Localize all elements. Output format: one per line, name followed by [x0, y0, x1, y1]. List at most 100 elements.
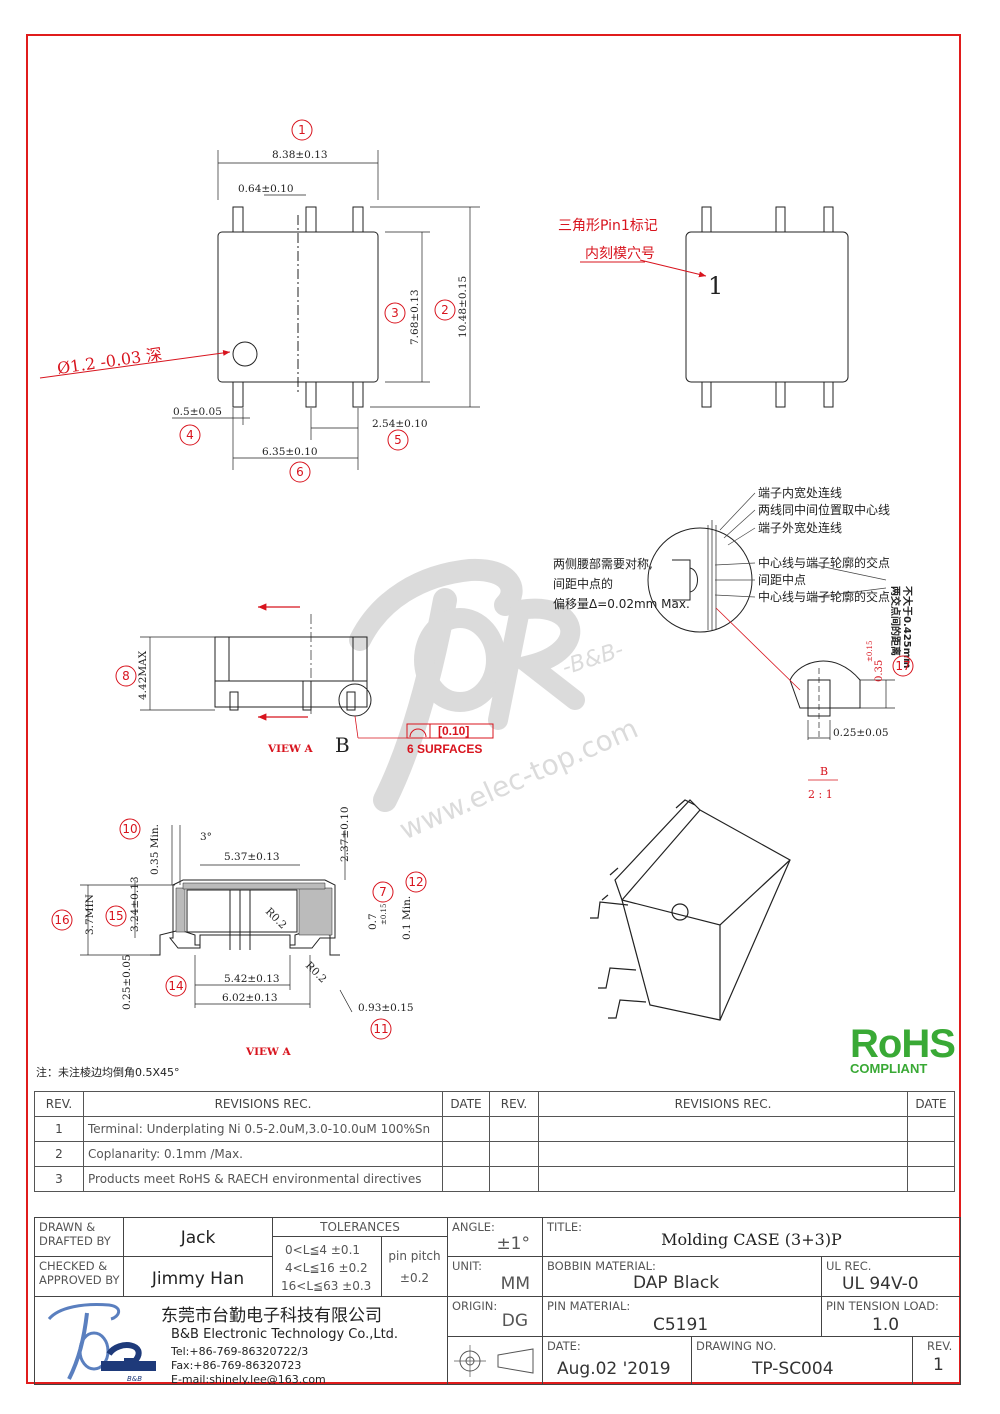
company-cn: 东莞市台勤电子科技有限公司: [161, 1306, 382, 1326]
rev-col-header: REV.: [34, 1091, 84, 1117]
detail-b-scale: 2 : 1: [808, 788, 833, 801]
symmetry-note-2: 间距中点的: [553, 576, 613, 591]
bubble-12: 12: [408, 875, 423, 889]
top-view: [172, 150, 480, 470]
drawing-no-label: DRAWING NO.: [696, 1339, 777, 1353]
angle-value: ±1°: [496, 1234, 530, 1254]
section-view: [80, 825, 353, 1013]
symmetry-note-1: 两侧腰部需要对称,: [553, 556, 653, 571]
drawn-value-cell: Jack: [123, 1217, 273, 1257]
tol-row-3: 16<L≦63 ±0.3: [281, 1279, 372, 1293]
pitch-value: ±0.2: [399, 1271, 430, 1285]
rohs-title: RoHS: [850, 1022, 956, 1066]
pin1-mark: 1: [708, 272, 723, 300]
dim-0-25: 0.25±0.05: [833, 727, 889, 739]
detail-note-1: 端子内宽处连线: [758, 485, 842, 500]
title-label: TITLE:: [547, 1220, 582, 1234]
detail-note-6: 中心线与端子轮廓的交点: [758, 589, 890, 604]
sec-radius-2: R0.2: [303, 960, 329, 986]
company-en: B&B Electronic Technology Co.,Ltd.: [171, 1327, 399, 1342]
chamfer-note: 注：未注棱边均倒角0.5X45°: [36, 1066, 180, 1079]
angle-label: ANGLE:: [452, 1220, 495, 1234]
dim-height-4-42: 4.42MAX: [137, 650, 149, 700]
sec-dim-0-35: 0.35 Min.: [149, 824, 161, 875]
date-col-header: DATE: [442, 1091, 490, 1117]
unit-label: UNIT:: [452, 1259, 483, 1273]
hole-callout: Ø1.2 -0.03 深: [56, 344, 163, 378]
origin-value: DG: [501, 1311, 528, 1331]
rev-number: 2: [34, 1141, 84, 1167]
unit-cell: UNIT: MM: [447, 1256, 543, 1297]
isometric-view: [590, 799, 791, 1021]
dim-pitch-2-54: 2.54±0.10: [372, 418, 428, 430]
sec-dim-0-7-tol: ±0.15: [380, 904, 388, 925]
watermark-url: www.elec-top.com: [394, 712, 643, 847]
dim-0-35-tol: ±0.15: [866, 641, 874, 662]
tolerances-cell: 0<L≦4 ±0.1 4<L≦16 ±0.2 16<L≦63 ±0.3: [272, 1236, 382, 1297]
bubble-15: 15: [108, 909, 123, 923]
projection-symbol-cell: [447, 1336, 543, 1385]
view-a-section-label: VIEW A: [245, 1046, 292, 1058]
rev-text: Terminal: Underplating Ni 0.5-2.0uM,3.0-…: [83, 1116, 443, 1142]
rev-value: 1: [933, 1355, 944, 1375]
unit-value: MM: [500, 1274, 530, 1294]
sec-dim-0-7: 0.7: [367, 913, 379, 930]
vertical-note-1: 两交点间的距离: [889, 586, 902, 656]
checked-value: Jimmy Han: [151, 1269, 245, 1289]
section-bubbles: [51, 818, 427, 1040]
detail-b-ref: B: [335, 733, 350, 757]
detail-note-5: 间距中点: [758, 572, 806, 587]
top-view-bubbles: [179, 119, 456, 483]
bubble-3: 3: [391, 306, 399, 320]
tol-row-1: 0<L≦4 ±0.1: [285, 1243, 361, 1257]
company-logo: B&B: [47, 1303, 156, 1383]
rev-cell: REV. 1: [912, 1336, 961, 1385]
sec-dim-0-1: 0.1 Min.: [401, 896, 413, 940]
table-row: 3 Products meet RoHS & RAECH environment…: [34, 1166, 955, 1192]
rev-text: Coplanarity: 0.1mm /Max.: [83, 1141, 443, 1167]
pin-material-cell: PIN MATERIAL: C5191: [542, 1296, 822, 1337]
bubble-5: 5: [394, 433, 402, 447]
side-view: [140, 614, 372, 717]
sec-dim-3-24: 3.24±0.13: [129, 876, 141, 932]
drawing-canvas: -B&B- www.elec-top.com 8.38±0.13 0: [39, 119, 914, 1058]
rec-col-header: REVISIONS REC.: [83, 1091, 443, 1117]
pin-material-value: C5191: [653, 1315, 709, 1335]
dim-6-35: 6.35±0.10: [262, 446, 318, 458]
detail-b: [647, 520, 895, 740]
dim-body-height: 7.68±0.13: [409, 289, 421, 345]
drawn-label-cell: DRAWN & DRAFTED BY: [34, 1217, 124, 1257]
bobbin-value: DAP Black: [633, 1273, 720, 1293]
drawing-no-cell: DRAWING NO. TP-SC004: [691, 1336, 913, 1385]
pitch-label: pin pitch: [388, 1249, 441, 1263]
pitch-cell: pin pitch ±0.2: [381, 1236, 448, 1297]
bubble-16: 16: [54, 913, 69, 927]
bubble-8: 8: [122, 669, 130, 683]
bubble-17: 17: [895, 659, 910, 673]
revision-header-row: REV. REVISIONS REC. DATE REV. REVISIONS …: [34, 1091, 955, 1117]
sec-angle: 3°: [200, 831, 212, 843]
detail-note-4: 中心线与端子轮廓的交点: [758, 555, 890, 570]
detail-note-2: 两线同中间位置取中心线: [758, 502, 890, 517]
revision-table: REV. REVISIONS REC. DATE REV. REVISIONS …: [34, 1091, 955, 1192]
rec-col-header-2: REVISIONS REC.: [538, 1091, 908, 1117]
dim-overall-height: 10.48±0.15: [457, 276, 469, 338]
date-label: DATE:: [547, 1339, 581, 1353]
title-value: Molding CASE (3+3)P: [661, 1230, 842, 1249]
flatness-surfaces: 6 SURFACES: [407, 742, 482, 756]
symmetry-note-3: 偏移量Δ=0.02mm Max.: [553, 596, 690, 611]
detail-b-label: B: [820, 765, 828, 778]
tension-label: PIN TENSION LOAD:: [826, 1299, 939, 1313]
company-fax: Fax:+86-769-86320723: [171, 1359, 302, 1372]
company-cell: B&B 东莞市台勤电子科技有限公司 B&B Electronic Technol…: [34, 1296, 448, 1385]
pin1-view: [685, 206, 849, 408]
detail-note-3: 端子外宽处连线: [758, 520, 842, 535]
rohs-subtitle: COMPLIANT: [850, 1061, 928, 1076]
origin-cell: ORIGIN: DG: [447, 1296, 543, 1337]
rev-text: Products meet RoHS & RAECH environmental…: [83, 1166, 443, 1192]
bubble-4: 4: [186, 428, 194, 442]
drawn-value: Jack: [180, 1228, 216, 1248]
bubble-10: 10: [122, 822, 137, 836]
dim-pin-width: 0.64±0.10: [238, 183, 294, 195]
pin-material-label: PIN MATERIAL:: [547, 1299, 631, 1313]
